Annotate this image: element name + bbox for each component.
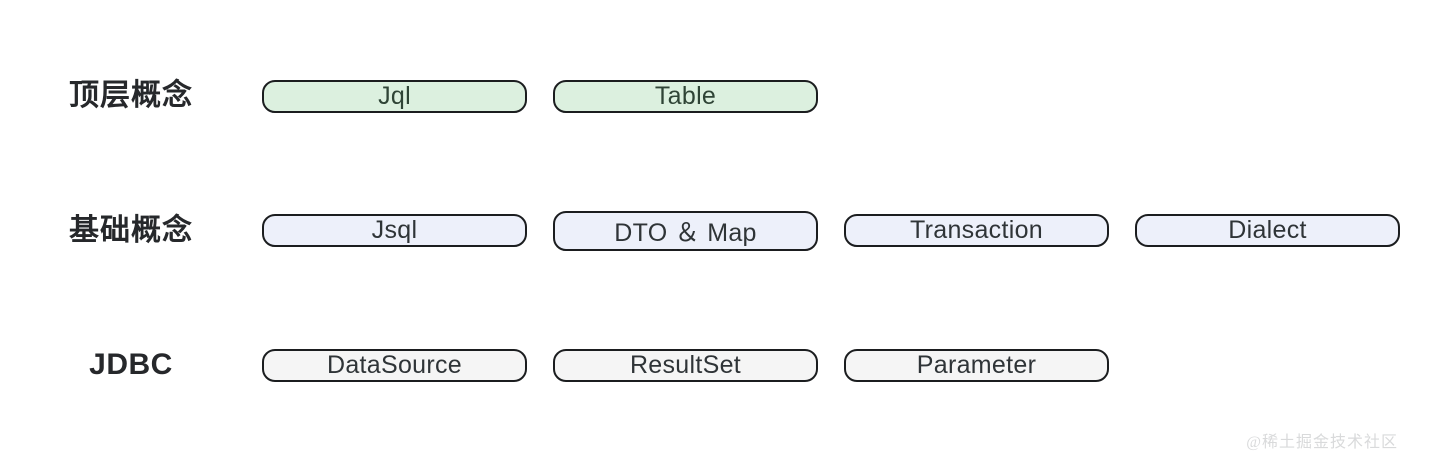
diagram-row-base-layer: 基础概念 Jsql DTO ＆ Map Transaction Dialect [0, 182, 1442, 279]
node-jql[interactable]: Jql [262, 79, 527, 113]
node-table[interactable]: Table [553, 79, 818, 113]
node-jsql[interactable]: Jsql [262, 214, 527, 247]
node-transaction[interactable]: Transaction [844, 214, 1109, 247]
node-datasource[interactable]: DataSource [262, 348, 527, 382]
watermark: @稀土掘金技术社区 [1246, 434, 1398, 451]
row-label-jdbc: JDBC [89, 348, 173, 381]
row-nodes-jdbc-layer: DataSource ResultSet Parameter [262, 348, 1442, 382]
node-dto-and-map[interactable]: DTO ＆ Map [553, 210, 818, 251]
row-label-top-layer: 顶层概念 [69, 79, 193, 112]
row-nodes-top-layer: Jql Table [262, 79, 1442, 113]
node-resultset[interactable]: ResultSet [553, 348, 818, 382]
node-dialect[interactable]: Dialect [1135, 214, 1400, 247]
node-parameter[interactable]: Parameter [844, 348, 1109, 382]
diagram-row-jdbc-layer: JDBC DataSource ResultSet Parameter [0, 316, 1442, 414]
row-nodes-base-layer: Jsql DTO ＆ Map Transaction Dialect [262, 210, 1442, 251]
row-label-base-layer: 基础概念 [69, 213, 193, 247]
diagram-row-top-layer: 顶层概念 Jql Table [0, 45, 1442, 147]
